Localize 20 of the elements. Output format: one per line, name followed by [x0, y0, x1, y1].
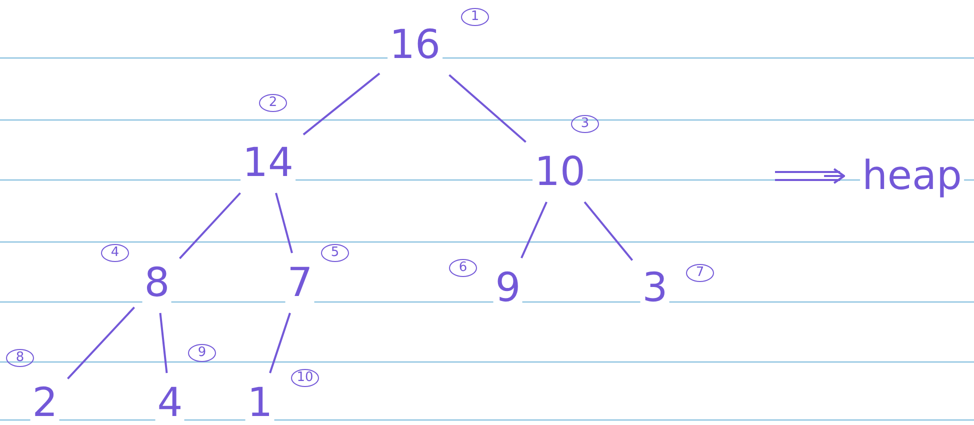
- index-number: 4: [101, 244, 129, 262]
- tree-edge: [584, 201, 634, 261]
- index-number: 8: [6, 349, 34, 367]
- index-number: 6: [449, 259, 477, 277]
- tree-edge: [275, 192, 293, 254]
- tree-edge: [302, 72, 380, 136]
- tree-edge: [269, 312, 291, 374]
- tree-edge: [159, 312, 168, 374]
- index-number: 1: [461, 8, 489, 26]
- index-number: 9: [188, 344, 216, 362]
- double-arrow: [774, 168, 846, 184]
- index-number: 5: [321, 244, 349, 262]
- tree-edge: [520, 202, 548, 258]
- index-number: 10: [291, 369, 319, 387]
- index-number: 3: [571, 115, 599, 133]
- index-number: 2: [259, 94, 287, 112]
- tree-edge: [448, 74, 526, 143]
- tree-edge: [179, 192, 241, 260]
- index-number: 7: [686, 264, 714, 282]
- tree-edge: [67, 306, 135, 380]
